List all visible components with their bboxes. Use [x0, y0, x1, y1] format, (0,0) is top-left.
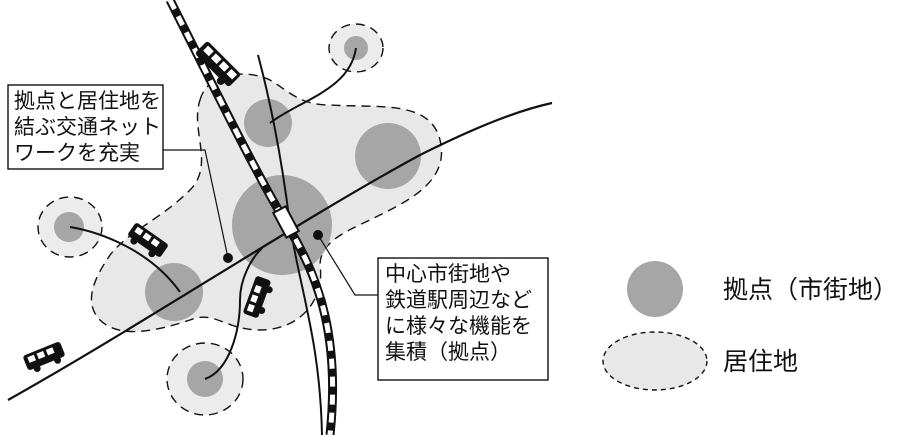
road-south: [204, 247, 263, 380]
callout-leader-center: [317, 234, 378, 296]
callout-center-line-2: 鉄道駅周辺など: [385, 288, 532, 312]
callout-dot-network: [223, 253, 233, 263]
callout-network-line-1: 拠点と居住地を: [14, 89, 161, 113]
legend-residential-swatch: [602, 331, 708, 391]
callout-network-line-2: 結ぶ交通ネット: [14, 115, 161, 139]
bus-icon: [195, 41, 241, 87]
road-north: [269, 47, 357, 124]
legend-base-swatch: [627, 261, 683, 317]
callout-center-line-4: 集積（拠点）: [385, 340, 511, 364]
callout-box-center: [377, 257, 549, 381]
train-station-icon: [271, 205, 301, 239]
base-east: [355, 123, 421, 189]
legend-base-label: 拠点（市街地）: [723, 275, 898, 304]
bus-icon: [23, 341, 65, 372]
main-road: [7, 101, 553, 401]
callout-center-line-1: 中心市街地や: [385, 262, 511, 286]
callout-network-line-3: ワークを充実: [14, 141, 140, 165]
base-west-satellite: [54, 212, 84, 242]
callout-box-network: [7, 84, 164, 170]
bus-icon: [243, 276, 273, 318]
legend-residential-label: 居住地: [723, 347, 798, 376]
callout-dot-center: [313, 230, 323, 240]
road-west: [69, 226, 181, 293]
base-northwest: [244, 99, 292, 147]
bus-icon: [128, 223, 168, 258]
callout-center-line-3: に様々な機能を: [385, 314, 532, 338]
callout-leader-network: [160, 149, 229, 259]
base-southwest: [145, 263, 203, 321]
